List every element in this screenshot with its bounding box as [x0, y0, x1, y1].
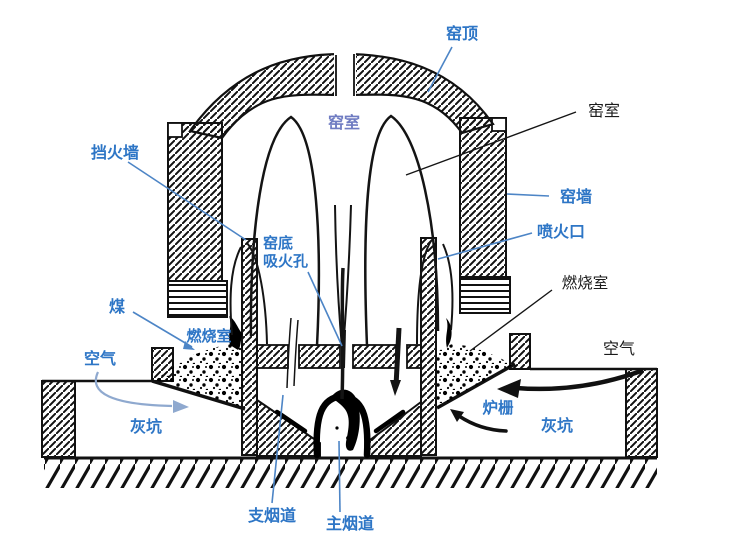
floor-block [352, 344, 397, 369]
right-wall-footing [459, 276, 511, 314]
grate-air-curve [457, 414, 508, 433]
flue-system [256, 389, 422, 459]
fire-screen-walls [241, 237, 437, 456]
left-channel-flame [229, 246, 242, 336]
label-ran-shao-shi-right: 燃烧室 [562, 274, 609, 292]
right-air-arrows [450, 368, 644, 433]
right-flame-blob [446, 318, 452, 348]
floor-block [298, 344, 341, 369]
right-ground-block [625, 368, 658, 458]
label-yao-qiang: 窑墙 [560, 187, 592, 206]
right-combustion [436, 318, 531, 410]
right-flue-wedge [365, 400, 422, 457]
left-flame-loop [249, 115, 321, 347]
left-air-curve [94, 371, 173, 408]
left-fire-screen-wall [241, 238, 258, 456]
right-kiln-wall [459, 117, 507, 278]
leader-yao-qiang [506, 193, 550, 197]
left-air-arrow [94, 371, 189, 413]
label-ran-shao-shi-left: 燃烧室 [186, 327, 231, 345]
left-air-arrowhead [173, 400, 189, 413]
label-yao-ding: 窑顶 [446, 24, 478, 43]
leader-xi-huo-kong [307, 271, 343, 347]
right-air-arrowhead [497, 379, 521, 398]
label-zhi-yan-dao: 支烟道 [247, 506, 296, 525]
leader-zhi-yan-dao [271, 394, 284, 504]
downdraft-arrowhead [390, 380, 401, 396]
leader-yao-ding [427, 46, 453, 93]
label-lu-shan: 炉栅 [482, 398, 514, 417]
kiln-floor [256, 344, 422, 369]
left-combustion [151, 316, 246, 411]
left-downdraft-line [286, 317, 292, 389]
leader-yao-shi-right [405, 111, 577, 176]
right-air-curve [513, 368, 644, 392]
grate-air-arrowhead [450, 409, 464, 422]
right-lip-wall [509, 333, 531, 370]
left-coal-pile [155, 341, 243, 407]
left-flue-wedge [256, 398, 321, 457]
label-yao-shi-center: 窑室 [328, 113, 360, 132]
kiln-walls [167, 117, 511, 318]
right-fire-screen-wall [420, 237, 437, 456]
right-fireport-flame [416, 240, 432, 345]
ground [41, 367, 658, 488]
kiln-dome [188, 50, 495, 140]
left-grate-slope [151, 379, 246, 411]
left-fireport-flame [246, 242, 268, 345]
right-coal-pile [437, 344, 513, 408]
smoke-speck [335, 426, 339, 430]
right-grate-slope [436, 362, 516, 410]
leader-ran-shao-shi-right [469, 289, 553, 352]
label-dang-huo-qiang: 挡火墙 [91, 143, 139, 162]
left-wall-footing [167, 280, 228, 318]
center-downdraft-line [340, 267, 345, 400]
labels: 窑顶 窑室 窑室 挡火墙 窑墙 喷火口 窑底 吸火孔 煤 燃烧室 空气 灰坑 支… [84, 24, 635, 533]
label-yao-shi-right: 窑室 [588, 102, 620, 120]
smoke-blob [332, 389, 360, 451]
label-kong-qi-right: 空气 [603, 340, 635, 358]
label-zhu-yan-dao: 主烟道 [326, 514, 374, 533]
right-flame-loop [364, 114, 440, 347]
right-channel-flame [442, 243, 454, 331]
leader-mei-arrowhead [183, 341, 195, 350]
left-ground-block [41, 380, 76, 458]
leader-pen-huo-kou [437, 232, 533, 260]
dome-vent-slot [334, 50, 356, 97]
left-wall-notch [167, 122, 183, 138]
right-downdraft-line [393, 327, 402, 387]
ground-hatch [44, 459, 657, 488]
center-downdraft-line [343, 329, 346, 369]
label-hui-keng-right: 灰坑 [541, 416, 573, 435]
left-kiln-wall [167, 122, 223, 282]
label-xi-huo-kong: 吸火孔 [263, 253, 308, 270]
right-flue-flow-arrow [373, 409, 406, 434]
dome-band [188, 52, 495, 140]
floor-block [256, 344, 289, 369]
leader-lines [127, 46, 577, 513]
leader-zhu-yan-dao [338, 440, 341, 513]
leader-mei [132, 311, 193, 348]
label-kong-qi-left: 空气 [84, 349, 116, 368]
left-flame-blob [229, 316, 243, 350]
dome-vent-walls [335, 54, 355, 96]
leader-dang-huo-qiang [127, 161, 247, 241]
left-downdraft-line [293, 319, 299, 387]
smoke-speck [346, 436, 350, 440]
label-mei: 煤 [109, 297, 125, 316]
label-yao-di: 窑底 [263, 234, 293, 252]
label-pen-huo-kou: 喷火口 [537, 223, 585, 241]
label-hui-keng-left: 灰坑 [130, 417, 162, 436]
floor-block [406, 344, 422, 369]
